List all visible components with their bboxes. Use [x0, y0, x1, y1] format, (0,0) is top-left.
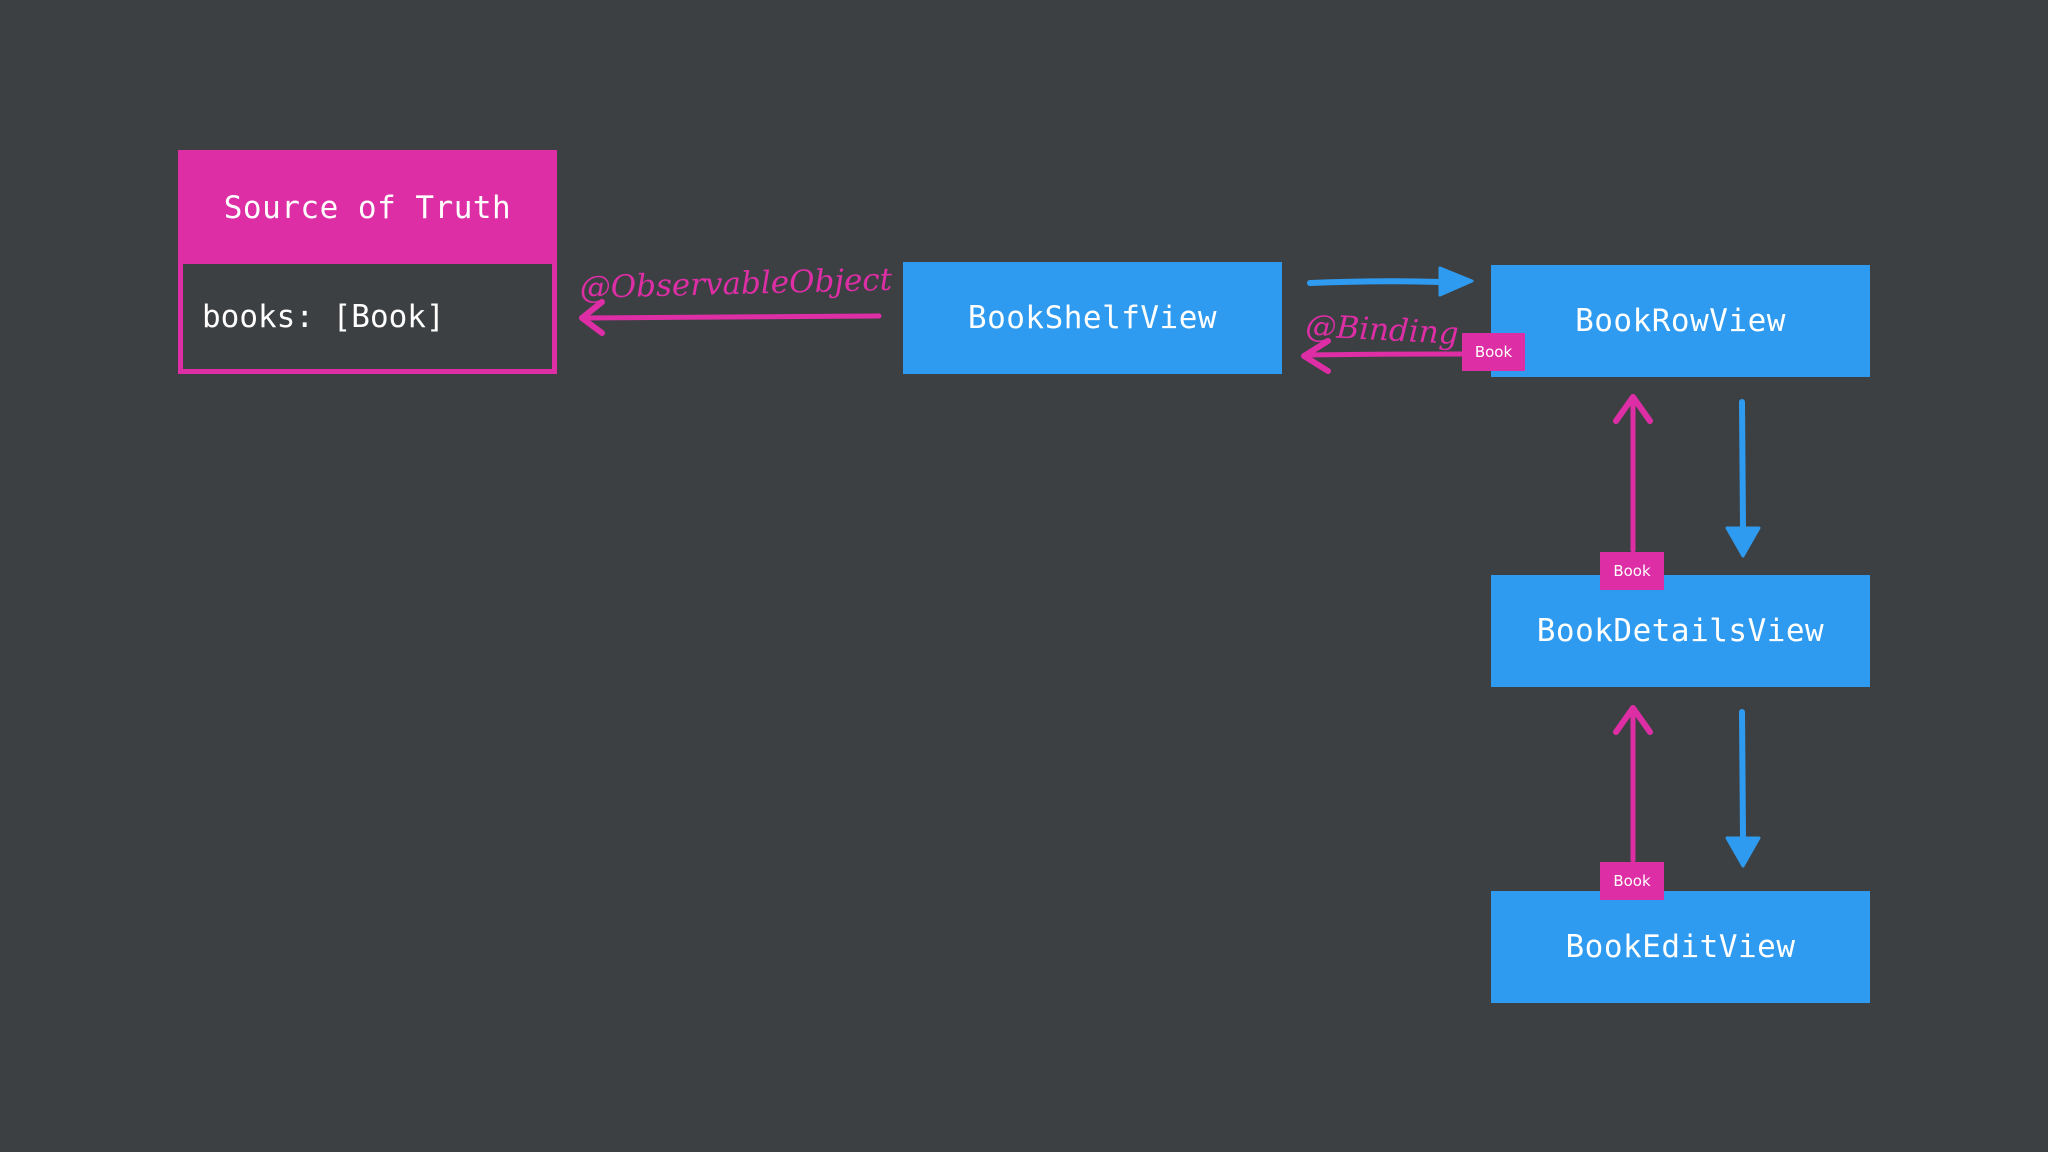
bookshelf-view-box: BookShelfView — [903, 262, 1282, 374]
details-to-row-arrow — [1613, 394, 1653, 553]
books-property: books: [Book] — [202, 298, 445, 335]
observable-object-arrow — [579, 299, 882, 336]
bookedit-view-label: BookEditView — [1565, 929, 1796, 965]
source-of-truth-title: Source of Truth — [223, 190, 512, 226]
bookdetails-view-label: BookDetailsView — [1536, 613, 1825, 649]
binding-label: @Binding — [1305, 308, 1460, 352]
book-tag-row: Book — [1462, 333, 1525, 371]
bookdetails-view-box: BookDetailsView — [1491, 575, 1870, 687]
bookedit-view-box: BookEditView — [1491, 891, 1870, 1003]
edit-to-details-arrow — [1613, 705, 1653, 863]
row-to-details-arrow — [1725, 399, 1761, 558]
book-tag-edit: Book — [1600, 862, 1664, 900]
source-of-truth-body: books: [Book] — [178, 264, 557, 374]
book-tag-details-label: Book — [1613, 562, 1651, 580]
shelf-to-row-arrow — [1307, 266, 1474, 297]
source-of-truth-header: Source of Truth — [178, 150, 557, 266]
bookshelf-view-label: BookShelfView — [967, 300, 1218, 336]
book-tag-edit-label: Book — [1613, 872, 1651, 890]
book-tag-details: Book — [1600, 552, 1664, 590]
book-tag-row-label: Book — [1474, 343, 1513, 361]
bookrow-view-box: BookRowView — [1491, 265, 1870, 377]
binding-arrow — [1301, 338, 1465, 374]
bookrow-view-label: BookRowView — [1575, 303, 1786, 339]
details-to-edit-arrow — [1725, 709, 1761, 868]
observable-object-label: @ObservableObject — [579, 262, 893, 306]
